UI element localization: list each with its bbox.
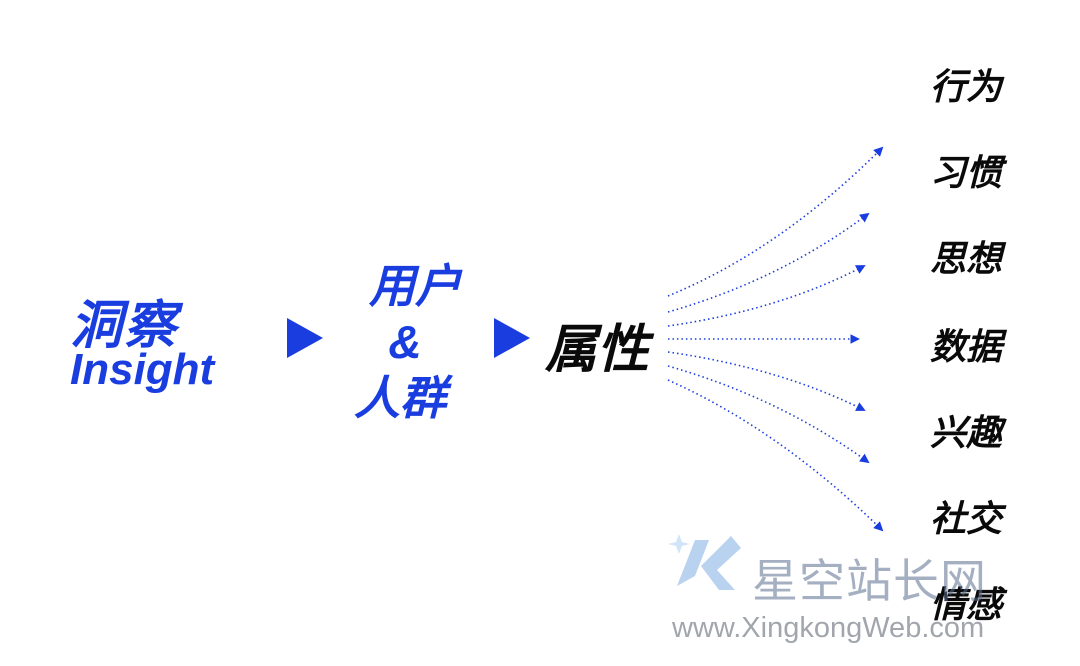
attribute-item: 行为 xyxy=(929,67,1002,108)
user-label: 用户 xyxy=(369,259,461,313)
insight-english-label: Insight xyxy=(70,345,215,394)
connector-line xyxy=(667,365,870,464)
connector-line xyxy=(667,146,884,297)
watermark-url: www.XingkongWeb.com xyxy=(672,612,985,644)
attribute-item: 思想 xyxy=(929,239,1002,280)
attribute-item: 兴趣 xyxy=(929,413,1002,454)
attribute-item: 社交 xyxy=(929,499,1002,540)
watermark-logo-icon xyxy=(668,534,741,590)
connector-line xyxy=(667,212,870,313)
connector-line xyxy=(667,379,884,532)
attribute-item: 习惯 xyxy=(929,153,1002,194)
attribute-item: 情感 xyxy=(929,585,1002,626)
attribute-item: 数据 xyxy=(929,327,1002,368)
ampersand-label: & xyxy=(388,316,422,368)
insight-chinese-label: 洞察 xyxy=(70,296,179,356)
connector-line xyxy=(667,351,866,411)
triangle-arrow-icon xyxy=(287,318,323,358)
watermark-site-name: 星空站长网 xyxy=(752,554,987,608)
crowd-label: 人群 xyxy=(354,371,446,425)
triangle-arrow-icon xyxy=(494,318,530,358)
attribute-label: 属性 xyxy=(545,320,650,380)
